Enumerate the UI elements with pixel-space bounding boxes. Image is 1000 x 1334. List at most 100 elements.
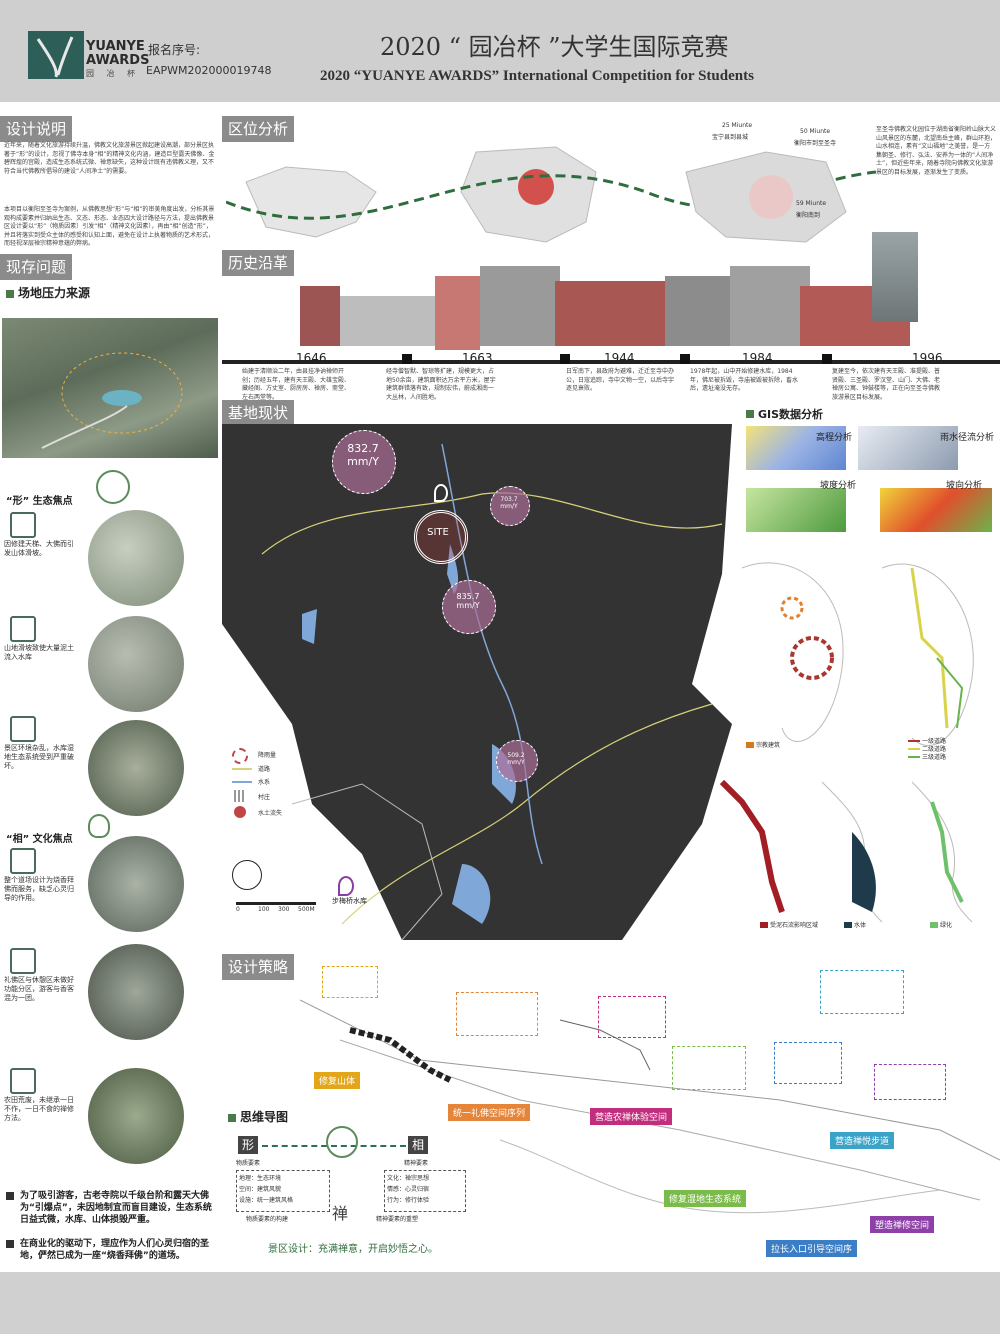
legend-debris-label: 受泥石流影响区域 [770, 922, 819, 929]
strategy-callout-worship [456, 992, 538, 1036]
summary-bullet-icon [6, 1192, 14, 1200]
strategy-callout-mountain [322, 966, 378, 998]
history-text: 日军南下，县政府为避难，迁迁至寺中办公，日寇追踪，寺中文物一空，以后寺宇逐见衰败… [566, 368, 675, 392]
rainfall-value-3: 835.7 mm/Y [456, 592, 480, 610]
mindmap-left-bottom: 物质要素的构建 [246, 1216, 289, 1223]
landslide-icon [10, 512, 36, 538]
timeline-marker [680, 354, 690, 364]
legend-road2-icon [908, 748, 920, 750]
legend-village-icon [234, 790, 246, 802]
legend-water-label: 水系 [258, 779, 271, 786]
rainfall-value-2: 703.7 mm/Y [500, 496, 518, 510]
site-marker [414, 510, 468, 564]
timeline-bar [222, 360, 1000, 364]
aerial-photo [2, 318, 218, 458]
history-year: 1646 [296, 351, 327, 365]
section-design-title: 设计说明 [0, 116, 73, 142]
strategy-callout-trail [820, 970, 904, 1014]
legend-religious-icon [746, 742, 754, 748]
legend-road-icon [232, 768, 252, 770]
trash-photo [88, 720, 184, 816]
leaf-icon [96, 470, 130, 504]
mindmap-right-item: 行为：修行体验 [387, 1197, 430, 1204]
rainfall-circle-1 [332, 430, 396, 494]
strategy-axo-svg [299, 999, 1000, 1214]
section-problems-title: 现存问题 [0, 254, 73, 280]
strategy-label-wetland: 修复湿地生态系统 [664, 1190, 747, 1207]
aerial-overlay [41, 352, 183, 449]
analysis-bottom-svg [719, 779, 973, 923]
gis-slope-label: 坡度分析 [820, 481, 857, 491]
buddha-statue-image [872, 232, 918, 322]
location-pin-icon [434, 484, 448, 502]
logo-text-cn: 园 冶 杯 [86, 69, 141, 78]
scale-label-1: 100 [258, 906, 270, 913]
temple-photo [88, 836, 184, 932]
history-year: 1984 [742, 351, 773, 365]
section-strategy-title: 设计策略 [222, 954, 295, 980]
xiang-focus-title: “相” 文化焦点 [6, 834, 73, 845]
analysis-maps-top [732, 548, 1000, 764]
footer-strip [0, 1272, 1000, 1334]
scale-label-3: 500M [298, 906, 315, 913]
scale-label-2: 300 [278, 906, 290, 913]
registration-number: EAPWM202000019748 [146, 64, 272, 77]
gis-runoff-label: 雨水径流分析 [940, 433, 995, 443]
section-location-title: 区位分析 [222, 116, 295, 142]
analysis-top-svg [741, 562, 974, 746]
mindmap-left-box: 地理：生态环境 空间：建筑风貌 设施：统一建筑风格 [236, 1170, 330, 1212]
scale-label-0: 0 [236, 906, 240, 913]
analysis-maps-bottom [712, 772, 1000, 924]
history-text: 始建于清顺治二年，由县挂净讷禅师开创；历经五年，建有天王殿、大雄宝殿、藏经阁、方… [242, 368, 351, 401]
history-text: 经寺僧智默、智琼等扩建，规模更大，占地50余亩，建筑面积达万余平方米，屋宇建筑群… [386, 368, 496, 401]
mindmap-right-item: 情感：心灵归宿 [387, 1186, 430, 1193]
strategy-label-entrance: 拉长入口引导空间序 [766, 1240, 858, 1257]
strategy-callout-farm [598, 996, 666, 1038]
strategy-label-mountain: 修复山体 [314, 1072, 361, 1089]
gis-aspect-label: 坡向分析 [946, 481, 983, 491]
mindmap-caption: 景区设计：充满禅意，开启妙悟之心。 [268, 1244, 438, 1255]
travel-time-1: 25 Miunte [722, 122, 753, 129]
mindmap-xiang: 相 [408, 1136, 428, 1154]
sprout-icon [10, 1068, 36, 1094]
problem-text: 农田荒废，未继承一日不作，一日不食的禅修方法。 [4, 1096, 74, 1122]
history-collage-svg [300, 266, 910, 350]
gis-aspect-map [880, 488, 992, 532]
mindmap-left-item: 设施：统一建筑风格 [239, 1197, 294, 1204]
strategy-callout-entrance [774, 1042, 842, 1084]
design-text-1: 近年来，随着文化旅游持续升温，佛教文化旅游景区掀起建设高潮，部分景区执著于“形”… [4, 142, 215, 175]
mindmap-right-bottom: 精神要素的重塑 [376, 1216, 419, 1223]
meditation-icon [326, 1126, 358, 1158]
legend-waterbody-icon [844, 922, 852, 928]
mindmap-left-item: 空间：建筑风貌 [239, 1186, 282, 1193]
legend-water-icon [232, 781, 252, 783]
gis-title: GIS数据分析 [758, 408, 824, 421]
mindmap-xing-sub: 物质要素 [236, 1160, 261, 1167]
buddha-char-icon [10, 848, 36, 874]
strategy-label-worship: 统一礼佛空间序列 [448, 1104, 531, 1121]
mindmap-center-char: 禅 [332, 1204, 349, 1223]
legend-road1-label: 一级道路 [922, 738, 947, 745]
legend-erosion-label: 水土流失 [258, 810, 283, 817]
mud-flow-photo [88, 616, 184, 712]
site-map-svg [222, 424, 732, 941]
crowd-photo [88, 944, 184, 1040]
rainfall-circle-3 [442, 580, 496, 634]
north-arrow-icon [232, 860, 262, 890]
problem-text: 礼佛区与休憩区未做好功能分区，游客与香客混为一团。 [4, 976, 74, 1002]
timeline-marker [560, 354, 570, 364]
gis-elevation-map [746, 426, 846, 470]
legend-road2-label: 二级道路 [922, 746, 947, 753]
summary-bullet-icon [6, 1240, 14, 1248]
legend-erosion-icon [234, 806, 246, 818]
reservoir-label: 步梅桥水库 [332, 897, 367, 905]
site-label: SITE [427, 527, 449, 538]
logo-text-en: YUANYE AWARDS [86, 39, 150, 68]
location-svg [225, 146, 877, 243]
legend-road1-icon [908, 740, 920, 742]
timeline-marker [402, 354, 412, 364]
gis-elevation-label: 高程分析 [816, 433, 853, 443]
bullet-icon [6, 290, 14, 298]
history-text: 复建至今，依次建有天王殿、准提殿、普贤殿、三圣殿、罗汉堂、山门、大佛、老禅房公寓… [832, 368, 941, 401]
pressure-title: 场地压力来源 [18, 286, 91, 300]
